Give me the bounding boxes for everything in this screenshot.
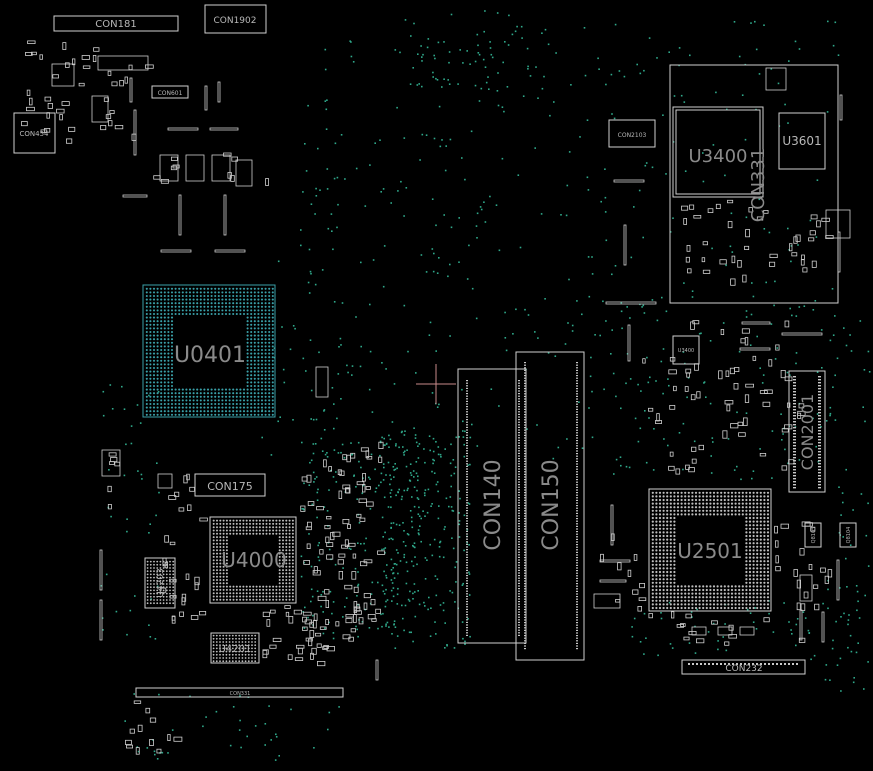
label-u0401: U0401	[174, 343, 246, 368]
bga-u2501-balls	[651, 491, 770, 610]
component-q8104[interactable]: Q8104	[839, 522, 857, 548]
con140-pins	[466, 380, 520, 636]
label-q8104: Q8104	[846, 527, 852, 544]
label-q8105: Q8105	[811, 527, 817, 544]
bga-u4203-balls	[146, 560, 175, 605]
via-field	[100, 10, 871, 761]
label-con175: CON175	[207, 480, 253, 493]
label-u3400-small: U3400	[678, 348, 694, 354]
component-u3400-region[interactable]	[669, 64, 839, 304]
label-con331-bottom: CON331	[230, 691, 251, 697]
component-con1902[interactable]: CON1902	[204, 4, 267, 34]
component-con175[interactable]: CON175	[194, 473, 266, 497]
cursor-crosshair	[416, 364, 456, 404]
label-con181: CON181	[95, 19, 136, 30]
bga-u4201-balls	[212, 634, 257, 663]
component-con140[interactable]: CON140	[457, 368, 527, 644]
component-con232[interactable]: CON232	[681, 659, 806, 675]
label-con2103: CON2103	[618, 132, 647, 139]
label-con140: CON140	[481, 459, 506, 550]
component-u4201[interactable]: U4201	[210, 632, 260, 664]
component-u4203[interactable]: U4203	[144, 557, 176, 609]
component-q8105[interactable]: Q8105	[804, 522, 822, 548]
label-u3400: U3400	[689, 146, 748, 167]
component-con454[interactable]: CON454	[13, 112, 56, 154]
con150-pins	[524, 362, 578, 650]
component-con2103[interactable]: CON2103	[608, 119, 656, 148]
component-con150[interactable]: CON150	[515, 351, 585, 661]
component-u4000[interactable]: U4000	[209, 516, 297, 604]
label-con1902: CON1902	[213, 16, 256, 26]
component-u3601[interactable]: U3601	[778, 112, 826, 170]
con232-pins	[688, 663, 798, 665]
component-u0401[interactable]: U0401	[142, 284, 276, 418]
bga-u0401-balls	[145, 287, 274, 416]
component-u3400[interactable]: U3400	[672, 106, 764, 198]
component-con2001[interactable]: CON2001	[788, 370, 826, 493]
component-u3400-small[interactable]: U3400	[672, 335, 700, 365]
component-u2501[interactable]: U2501	[648, 488, 772, 612]
label-u4000: U4000	[221, 548, 287, 572]
label-u4203: U4203	[156, 568, 166, 598]
label-u4201: U4201	[219, 644, 252, 655]
component-con601[interactable]: CON601	[151, 85, 189, 99]
label-con232: CON232	[725, 664, 762, 674]
label-con2001: CON2001	[798, 394, 817, 470]
label-con150: CON150	[539, 459, 564, 550]
label-con331: CON331	[748, 148, 769, 223]
bga-u4000-balls	[212, 519, 294, 601]
small-components	[21, 40, 851, 755]
label-u2501: U2501	[677, 539, 743, 563]
label-con454: CON454	[20, 130, 50, 138]
label-u3601: U3601	[782, 134, 821, 148]
component-con331-bottom[interactable]: CON331	[135, 687, 344, 698]
label-con601: CON601	[158, 90, 183, 97]
con2001-pins	[793, 376, 821, 489]
component-con331[interactable]: CON331	[748, 148, 769, 223]
component-con181[interactable]: CON181	[53, 15, 179, 32]
